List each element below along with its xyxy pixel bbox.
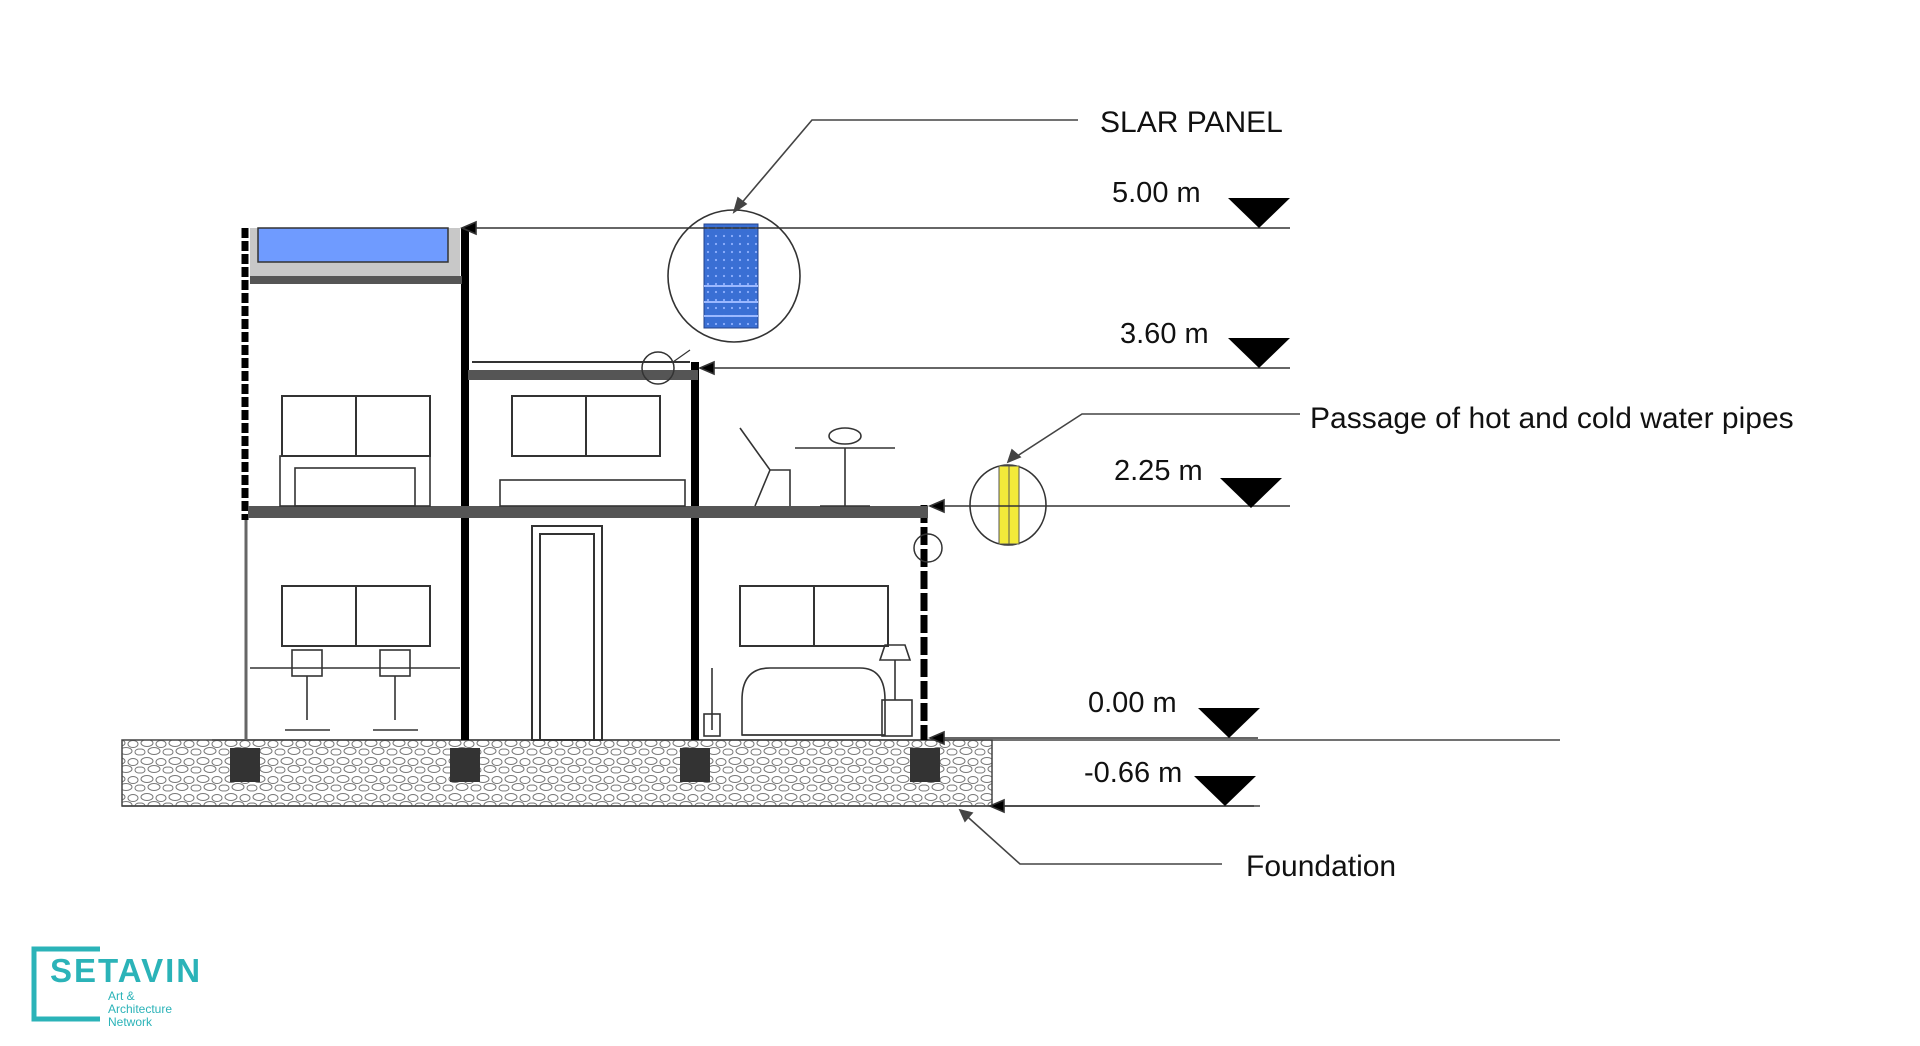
level-label-0: 0.00 m bbox=[1088, 687, 1177, 719]
footings bbox=[230, 748, 940, 782]
foundation-label: Foundation bbox=[1246, 850, 1396, 883]
logo-tagline-3: Network bbox=[108, 1015, 153, 1029]
logo-tagline-2: Architecture bbox=[108, 1002, 173, 1016]
water-pipes-label: Passage of hot and cold water pipes bbox=[1310, 402, 1794, 435]
furniture bbox=[250, 427, 913, 737]
level-label-2-25: 2.25 m bbox=[1114, 455, 1203, 487]
logo-brand: SETAVIN bbox=[50, 952, 203, 989]
level-lines bbox=[459, 220, 1290, 814]
foundation-band bbox=[121, 739, 1560, 807]
windows bbox=[281, 395, 889, 647]
door bbox=[531, 525, 603, 741]
leader-lines bbox=[732, 119, 1300, 865]
building-structure bbox=[241, 227, 928, 740]
level-label-minus-0-66: -0.66 m bbox=[1084, 757, 1182, 789]
solar-panel-detail bbox=[641, 209, 801, 385]
solar-panel-label: SLAR PANEL bbox=[1100, 106, 1283, 139]
logo-tagline-1: Art & bbox=[108, 989, 135, 1003]
level-label-5: 5.00 m bbox=[1112, 177, 1201, 209]
level-label-3-6: 3.60 m bbox=[1120, 318, 1209, 350]
logo-frame bbox=[30, 945, 186, 1023]
logo-tagline: Art & Architecture Network bbox=[108, 990, 172, 1029]
water-pipe-detail bbox=[913, 464, 1047, 563]
level-markers bbox=[1194, 198, 1290, 806]
